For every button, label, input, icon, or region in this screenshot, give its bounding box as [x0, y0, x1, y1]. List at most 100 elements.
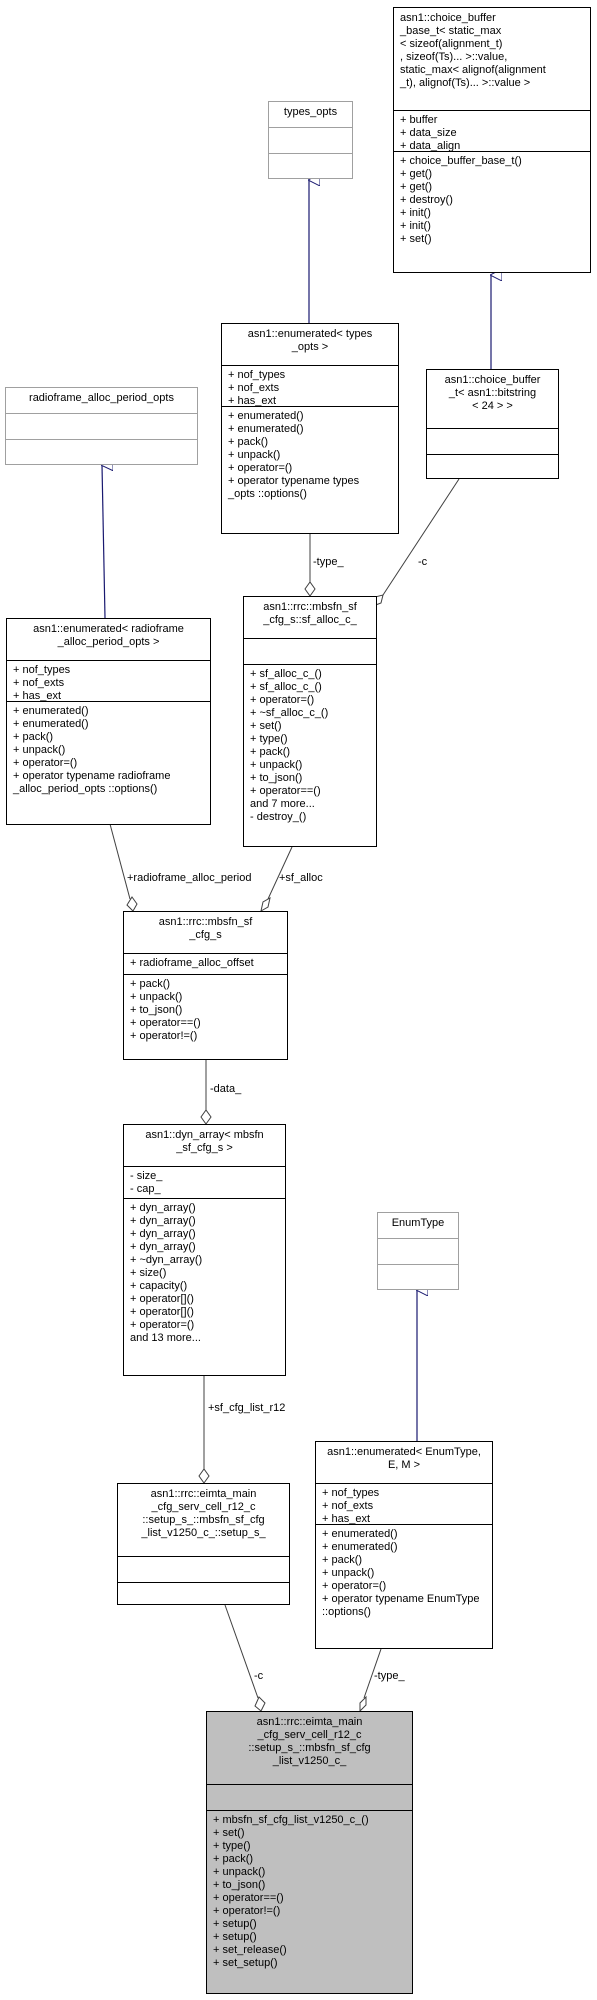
method-list-line: + get() [400, 181, 433, 193]
method-list-line: + operator=() [250, 694, 315, 706]
class-name-line: , sizeof(Ts)... >::value, [400, 51, 508, 63]
class-box-choice-buffer-base[interactable]: asn1::choice_buffer_base_t< static_max< … [393, 7, 591, 273]
class-name: asn1::enumerated< EnumType,E, M > [316, 1442, 492, 1483]
method-list-line: ::options() [322, 1606, 371, 1618]
edge-radioframe-period [109, 823, 131, 900]
attribute-list: + nof_types+ nof_exts+ has_ext [316, 1483, 492, 1525]
method-list-line: + destroy() [400, 194, 453, 206]
label-radioframe-alloc-period: +radioframe_alloc_period [127, 872, 252, 884]
method-list-line: + init() [400, 220, 431, 232]
method-list-line: + operator=() [228, 462, 293, 474]
class-name-line: asn1::choice_buffer [400, 12, 496, 24]
class-name: asn1::dyn_array< mbsfn_sf_cfg_s > [124, 1125, 285, 1166]
class-box-enumerated-radioframe[interactable]: asn1::enumerated< radioframe_alloc_perio… [6, 618, 211, 825]
method-list-line: + setup() [213, 1918, 257, 1930]
class-box-mbsfn-sf-cfg-list-v1250[interactable]: asn1::rrc::eimta_main_cfg_serv_cell_r12_… [206, 1711, 413, 1994]
attribute-list-line: - size_ [130, 1170, 163, 1182]
method-list-line: + pack() [228, 436, 269, 448]
method-list: + enumerated()+ enumerated()+ pack()+ un… [222, 406, 398, 504]
attribute-list-line: + has_ext [13, 690, 62, 702]
method-list-line: + operator=() [130, 1319, 195, 1331]
diamond-type-enumtype [359, 1695, 367, 1713]
attribute-list [269, 127, 352, 153]
attribute-list [427, 428, 558, 454]
attribute-list: + buffer+ data_size+ data_align [394, 110, 590, 152]
class-name-line: asn1::rrc::mbsfn_sf [158, 916, 253, 928]
attribute-list: + radioframe_alloc_offset [124, 953, 287, 974]
class-name-line: _cfg_s [189, 929, 222, 941]
attribute-list-line: + nof_exts [322, 1500, 374, 1512]
attribute-list [118, 1556, 289, 1582]
method-list-line: + operator==() [213, 1892, 284, 1904]
method-list-line: + ~dyn_array() [130, 1254, 203, 1266]
diamond-radioframe-period [126, 896, 138, 912]
class-box-enum-type[interactable]: EnumType [377, 1212, 459, 1290]
method-list-line: + operator=() [322, 1580, 387, 1592]
method-list-line: + operator=() [13, 757, 78, 769]
method-list-line: + pack() [250, 746, 291, 758]
edge-inherit-radioframe [102, 465, 105, 619]
method-list-line: + set() [250, 720, 282, 732]
class-box-enumerated-enumtype[interactable]: asn1::enumerated< EnumType,E, M >+ nof_t… [315, 1441, 493, 1649]
diamond-c-setup [254, 1696, 266, 1712]
class-name: asn1::choice_buffer_t< asn1::bitstring< … [427, 370, 558, 428]
attribute-list-line: + has_ext [322, 1513, 371, 1525]
method-list-line: + to_json() [250, 772, 303, 784]
method-list-line: + mbsfn_sf_cfg_list_v1250_c_() [213, 1814, 369, 1826]
class-box-enumerated-types-opts[interactable]: asn1::enumerated< types_opts >+ nof_type… [221, 323, 399, 534]
class-name-line: asn1::enumerated< radioframe [33, 623, 184, 635]
method-list-line: + pack() [13, 731, 54, 743]
attribute-list [378, 1238, 458, 1264]
label-type-enumtype: -type_ [374, 1670, 405, 1682]
method-list-line: + type() [250, 733, 288, 745]
edge-type-enumtype [363, 1648, 382, 1699]
method-list-line: + unpack() [13, 744, 66, 756]
class-name: asn1::rrc::mbsfn_sf_cfg_s::sf_alloc_c_ [244, 597, 376, 638]
class-box-sf-alloc-c[interactable]: asn1::rrc::mbsfn_sf_cfg_s::sf_alloc_c_+ … [243, 596, 377, 847]
method-list-line: + size() [130, 1267, 167, 1279]
method-list-line: + sf_alloc_c_() [250, 681, 322, 693]
class-name: radioframe_alloc_period_opts [6, 388, 197, 413]
class-name-line: _list_v1250_c_ [272, 1755, 347, 1767]
method-list-line: + dyn_array() [130, 1241, 196, 1253]
attribute-list-line: + nof_exts [228, 382, 280, 394]
diamond-data [200, 1109, 212, 1125]
class-name-line: asn1::rrc::eimta_main [256, 1716, 363, 1728]
method-list-line: + unpack() [213, 1866, 266, 1878]
method-list-line: + dyn_array() [130, 1228, 196, 1240]
method-list-line: + set_setup() [213, 1957, 278, 1969]
method-list-line: + to_json() [130, 1004, 183, 1016]
class-box-setup-s[interactable]: asn1::rrc::eimta_main_cfg_serv_cell_r12_… [117, 1483, 290, 1605]
class-name: asn1::rrc::eimta_main_cfg_serv_cell_r12_… [118, 1484, 289, 1556]
class-name: asn1::rrc::mbsfn_sf_cfg_s [124, 912, 287, 953]
attribute-list-line: + has_ext [228, 395, 277, 407]
method-list-line: - destroy_() [250, 811, 307, 823]
attribute-list-line: + nof_exts [13, 677, 65, 689]
class-name-line: asn1::enumerated< types [247, 328, 373, 340]
method-list-line: + operator!=() [213, 1905, 281, 1917]
class-box-types-opts[interactable]: types_opts [268, 101, 353, 179]
class-name: types_opts [269, 102, 352, 127]
label-type-enum-types: -type_ [313, 556, 344, 568]
method-list-line: + unpack() [322, 1567, 375, 1579]
method-list-line: + enumerated() [322, 1541, 398, 1553]
class-box-mbsfn-sf-cfg-s[interactable]: asn1::rrc::mbsfn_sf_cfg_s+ radioframe_al… [123, 911, 288, 1060]
method-list-line: + unpack() [130, 991, 183, 1003]
method-list-line: + operator typename radioframe [13, 770, 171, 782]
attribute-list-line: + radioframe_alloc_offset [130, 957, 254, 969]
class-box-radioframe-alloc-period-opts[interactable]: radioframe_alloc_period_opts [5, 387, 198, 465]
attribute-list-line: - cap_ [130, 1183, 161, 1195]
class-name-line: _sf_cfg_s > [176, 1142, 233, 1154]
method-list-line: + type() [213, 1840, 251, 1852]
class-box-dyn-array[interactable]: asn1::dyn_array< mbsfn_sf_cfg_s >- size_… [123, 1124, 286, 1376]
edge-sf-alloc [267, 846, 293, 900]
method-list-line: + pack() [213, 1853, 254, 1865]
class-name-line: _alloc_period_opts > [57, 636, 160, 648]
attribute-list [207, 1784, 412, 1810]
class-name-line: _list_v1250_c_::setup_s_ [141, 1527, 266, 1539]
method-list: + enumerated()+ enumerated()+ pack()+ un… [7, 701, 210, 799]
class-name-line: asn1::rrc::eimta_main [150, 1488, 257, 1500]
class-box-choice-buffer-bitstring[interactable]: asn1::choice_buffer_t< asn1::bitstring< … [426, 369, 559, 479]
method-list: + enumerated()+ enumerated()+ pack()+ un… [316, 1524, 492, 1622]
